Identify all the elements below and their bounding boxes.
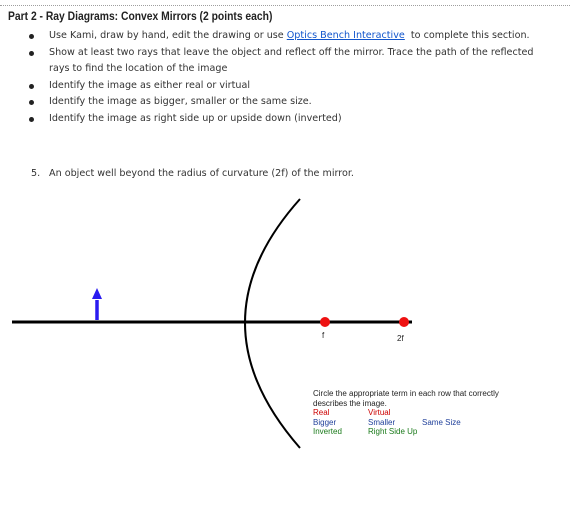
- option-inverted[interactable]: Inverted: [313, 427, 342, 437]
- instruction-item: Identify the image as right side up or u…: [24, 111, 544, 128]
- instruction-text: Identify the image as right side up or u…: [49, 112, 342, 124]
- bullet-icon: [29, 34, 34, 39]
- bullet-icon: [29, 83, 34, 89]
- radius-of-curvature-label: 2f: [397, 334, 404, 343]
- question-number: 5.: [31, 168, 41, 179]
- instruction-item: Show at least two rays that leave the ob…: [24, 45, 544, 78]
- instruction-text-after-link: to complete this section.: [404, 30, 530, 41]
- image-description-box: Circle the appropriate term in each row …: [313, 389, 513, 437]
- orientation-row: Inverted Right Side Up: [313, 427, 513, 437]
- option-smaller[interactable]: Smaller: [368, 417, 396, 427]
- optics-bench-link[interactable]: Optics Bench Interactive: [286, 30, 405, 41]
- instruction-text: Identify the image as either real or vir…: [49, 79, 250, 91]
- part-title: Part 2 - Ray Diagrams: Convex Mirrors (2…: [8, 9, 273, 23]
- bullet-icon: [29, 50, 34, 56]
- focal-point-marker: [320, 317, 330, 327]
- radius-of-curvature-marker: [399, 317, 409, 327]
- instruction-text: Show at least two rays that leave the ob…: [49, 46, 534, 75]
- size-row: Bigger Smaller Same Size: [313, 418, 513, 428]
- answer-instructions: Circle the appropriate term in each row …: [313, 389, 499, 408]
- convex-mirror: [244, 198, 301, 449]
- option-bigger[interactable]: Bigger: [313, 417, 337, 427]
- option-right-side-up[interactable]: Right Side Up: [368, 427, 418, 437]
- instruction-item: Identify the image as bigger, smaller or…: [24, 94, 544, 111]
- option-virtual[interactable]: Virtual: [368, 408, 391, 418]
- option-same-size[interactable]: Same Size: [422, 417, 461, 427]
- bullet-icon: [29, 116, 34, 122]
- instruction-text-before-link: Use Kami, draw by hand, edit the drawing…: [49, 30, 287, 41]
- page-top-border: [0, 5, 570, 6]
- instruction-item: Use Kami, draw by hand, edit the drawing…: [24, 28, 544, 45]
- instruction-text: Identify the image as bigger, smaller or…: [49, 96, 312, 108]
- question-text: An object well beyond the radius of curv…: [49, 168, 354, 179]
- instruction-list: Use Kami, draw by hand, edit the drawing…: [24, 28, 544, 128]
- question-5: 5. An object well beyond the radius of cu…: [31, 168, 354, 179]
- real-virtual-row: Real Virtual: [313, 408, 513, 418]
- instruction-item: Identify the image as either real or vir…: [24, 78, 544, 95]
- bullet-icon: [29, 100, 34, 106]
- object-arrow-head: [92, 288, 102, 299]
- option-real[interactable]: Real: [313, 408, 330, 418]
- focal-point-label: f: [322, 331, 325, 340]
